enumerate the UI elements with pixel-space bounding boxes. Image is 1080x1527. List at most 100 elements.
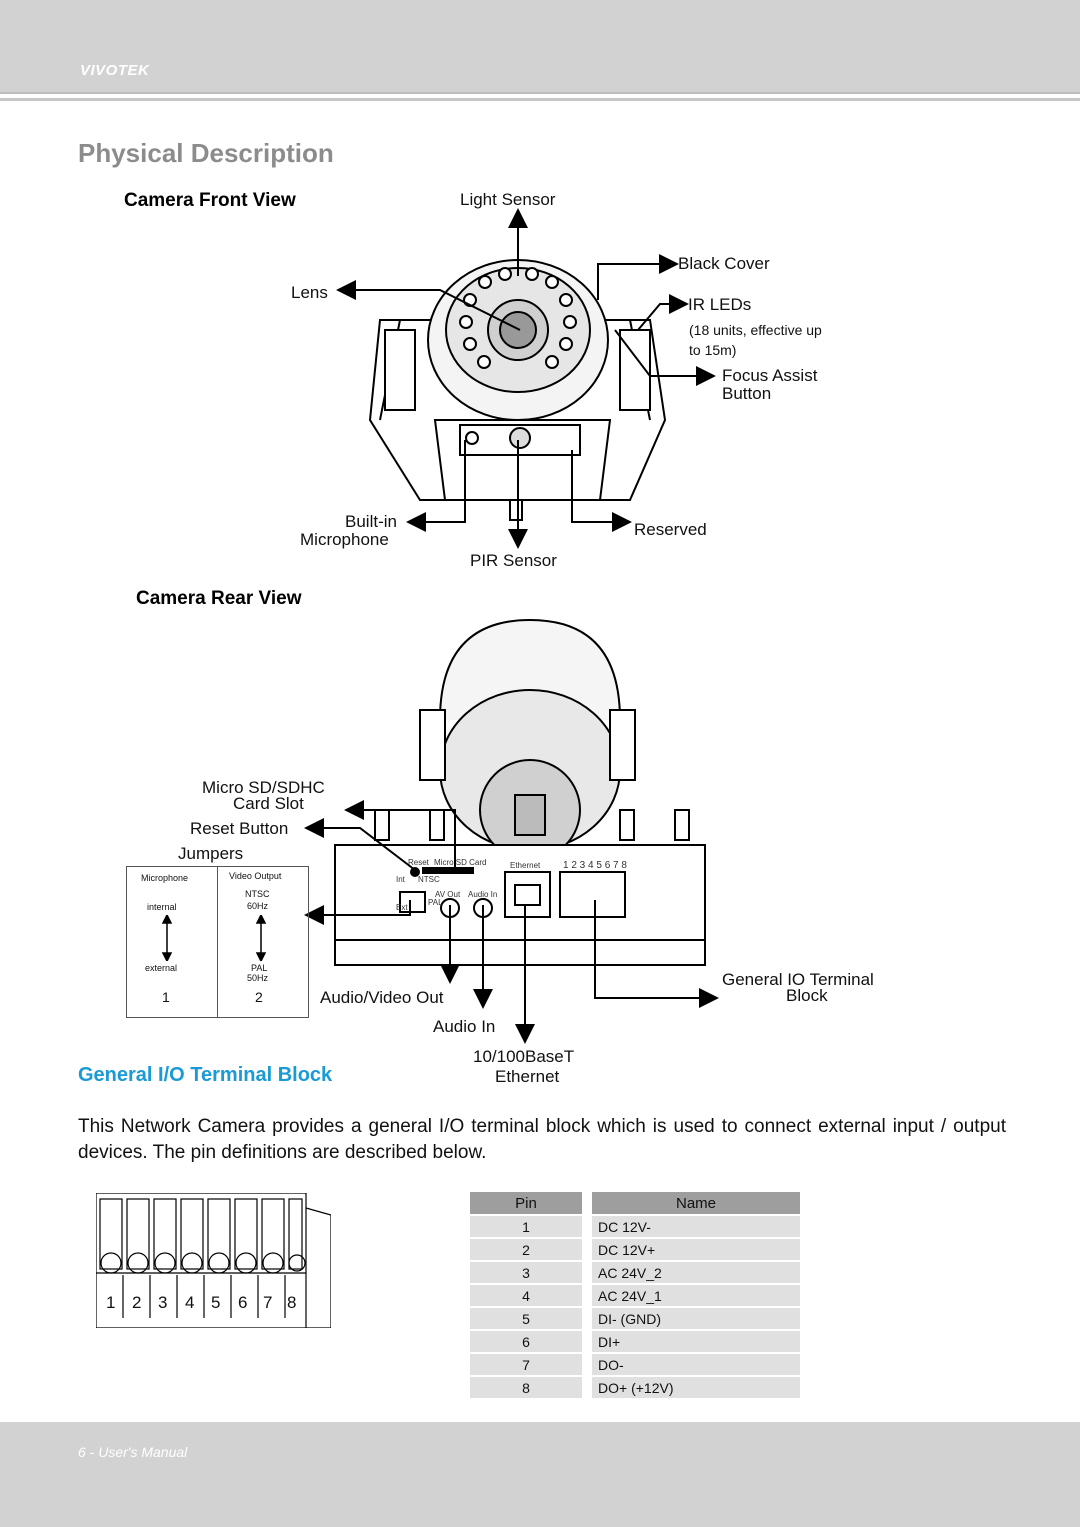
header-bar bbox=[0, 0, 1080, 102]
ethernet-label-line2: Ethernet bbox=[495, 1067, 560, 1086]
front-view-heading: Camera Front View bbox=[124, 190, 296, 211]
table-row: 1 DC 12V- bbox=[470, 1216, 800, 1237]
io-terminal-label-line2: Block bbox=[786, 986, 828, 1005]
row-gap bbox=[582, 1331, 592, 1352]
name-cell: DC 12V- bbox=[592, 1216, 800, 1237]
pin-cell: 7 bbox=[470, 1354, 582, 1375]
reserved-label: Reserved bbox=[634, 520, 707, 539]
name-cell: DI- (GND) bbox=[592, 1308, 800, 1329]
name-cell: DO+ (+12V) bbox=[592, 1377, 800, 1398]
panel-ethernet-text: Ethernet bbox=[510, 861, 541, 870]
pir-sensor-label: PIR Sensor bbox=[470, 551, 557, 570]
panel-audioin-text: Audio In bbox=[468, 890, 497, 899]
name-cell: DO- bbox=[592, 1354, 800, 1375]
microphone-label-line1: Built-in bbox=[345, 512, 397, 531]
row-gap bbox=[582, 1308, 592, 1329]
ir-leds-note-line2: to 15m) bbox=[689, 342, 737, 358]
camera-rear-illustration: Reset Micro SD Card Ethernet 1 2 3 4 5 6… bbox=[334, 618, 706, 966]
jumper-arrow-right bbox=[255, 915, 267, 961]
brand-logo: VIVOTEK bbox=[80, 62, 150, 79]
jumper-col2-bottom-line2: 50Hz bbox=[247, 973, 269, 983]
panel-ntsc-text: NTSC bbox=[418, 875, 440, 884]
terminal-block-illustration: 1 2 3 4 5 6 7 8 bbox=[96, 1193, 331, 1328]
jumper-col2-header: Video Output bbox=[229, 871, 282, 881]
panel-pal-text: PAL bbox=[428, 898, 443, 907]
focus-assist-label-line1: Focus Assist bbox=[722, 366, 818, 385]
jumpers-label: Jumpers bbox=[178, 844, 244, 863]
header-divider bbox=[0, 98, 1080, 101]
name-cell: AC 24V_2 bbox=[592, 1262, 800, 1283]
lens-label: Lens bbox=[291, 283, 328, 302]
row-gap bbox=[582, 1377, 592, 1398]
light-sensor-label: Light Sensor bbox=[460, 190, 556, 209]
terminal-pin-1: 1 bbox=[106, 1293, 116, 1312]
jumper-col1-number: 1 bbox=[162, 989, 170, 1005]
terminal-pin-6: 6 bbox=[238, 1293, 248, 1312]
io-section-description: This Network Camera provides a general I… bbox=[78, 1116, 1006, 1163]
focus-assist-label-line2: Button bbox=[722, 384, 772, 403]
panel-ext-text: Ext bbox=[396, 903, 408, 912]
footer-page-label: 6 - User's Manual bbox=[78, 1444, 188, 1460]
pin-cell: 4 bbox=[470, 1285, 582, 1306]
jumper-divider bbox=[217, 867, 218, 1017]
page-title: Physical Description bbox=[78, 138, 334, 168]
row-gap bbox=[582, 1354, 592, 1375]
table-row: 3 AC 24V_2 bbox=[470, 1262, 800, 1283]
terminal-pin-8: 8 bbox=[287, 1293, 297, 1312]
jumper-col1-top: internal bbox=[147, 902, 177, 912]
ethernet-label-line1: 10/100BaseT bbox=[473, 1047, 575, 1066]
name-cell: DC 12V+ bbox=[592, 1239, 800, 1260]
terminal-pin-3: 3 bbox=[158, 1293, 168, 1312]
jumper-arrows bbox=[161, 915, 173, 961]
rear-view-heading: Camera Rear View bbox=[136, 588, 302, 609]
table-row: 2 DC 12V+ bbox=[470, 1239, 800, 1260]
camera-front-illustration bbox=[368, 259, 667, 521]
audio-in-label: Audio In bbox=[433, 1017, 496, 1036]
header-gap bbox=[582, 1192, 592, 1214]
panel-pins-text: 1 2 3 4 5 6 7 8 bbox=[563, 860, 627, 871]
rear-view-callouts bbox=[304, 800, 719, 1044]
microphone-label-line2: Microphone bbox=[300, 530, 389, 549]
pin-cell: 1 bbox=[470, 1216, 582, 1237]
row-gap bbox=[582, 1216, 592, 1237]
jumper-col1-bottom: external bbox=[145, 963, 178, 973]
reset-button-label: Reset Button bbox=[190, 819, 289, 838]
pin-header: Pin bbox=[470, 1192, 582, 1214]
pin-cell: 2 bbox=[470, 1239, 582, 1260]
sd-slot-label-line1: Micro SD/SDHC bbox=[202, 778, 325, 797]
panel-microsd-text: Micro SD Card bbox=[434, 858, 486, 867]
jumper-col2-number: 2 bbox=[255, 989, 263, 1005]
front-view-callouts bbox=[336, 208, 716, 549]
row-gap bbox=[582, 1285, 592, 1306]
black-cover-label: Black Cover bbox=[678, 254, 770, 273]
jumper-col1-header: Microphone bbox=[141, 873, 189, 883]
name-cell: AC 24V_1 bbox=[592, 1285, 800, 1306]
pin-cell: 6 bbox=[470, 1331, 582, 1352]
panel-int-text: Int bbox=[396, 875, 406, 884]
row-gap bbox=[582, 1239, 592, 1260]
terminal-pin-5: 5 bbox=[211, 1293, 221, 1312]
pin-table-header: Pin Name bbox=[470, 1192, 800, 1214]
panel-reset-text: Reset bbox=[408, 858, 430, 867]
terminal-pin-4: 4 bbox=[185, 1293, 195, 1312]
name-cell: DI+ bbox=[592, 1331, 800, 1352]
pin-definition-table: Pin Name 1 DC 12V- 2 DC 12V+ 3 AC 24V_2 4 AC… bbox=[470, 1190, 800, 1400]
row-gap bbox=[582, 1262, 592, 1283]
name-header: Name bbox=[592, 1192, 800, 1214]
terminal-pin-7: 7 bbox=[263, 1293, 273, 1312]
ir-leds-note-line1: (18 units, effective up bbox=[689, 322, 822, 338]
audio-video-out-label: Audio/Video Out bbox=[320, 988, 444, 1007]
footer-bar bbox=[0, 1422, 1080, 1527]
pin-cell: 3 bbox=[470, 1262, 582, 1283]
jumper-settings-box: Microphone Video Output internal NTSC 60… bbox=[126, 866, 309, 1018]
table-row: 6 DI+ bbox=[470, 1331, 800, 1352]
pin-cell: 5 bbox=[470, 1308, 582, 1329]
panel-avout-text: AV Out bbox=[435, 890, 461, 899]
jumper-col2-top-line1: NTSC bbox=[245, 889, 270, 899]
io-terminal-label-line1: General IO Terminal bbox=[722, 970, 874, 989]
sd-slot-label-line2: Card Slot bbox=[233, 794, 304, 813]
ir-leds-label: IR LEDs bbox=[688, 295, 752, 314]
table-row: 7 DO- bbox=[470, 1354, 800, 1375]
jumper-col2-bottom-line1: PAL bbox=[251, 963, 268, 973]
table-row: 4 AC 24V_1 bbox=[470, 1285, 800, 1306]
